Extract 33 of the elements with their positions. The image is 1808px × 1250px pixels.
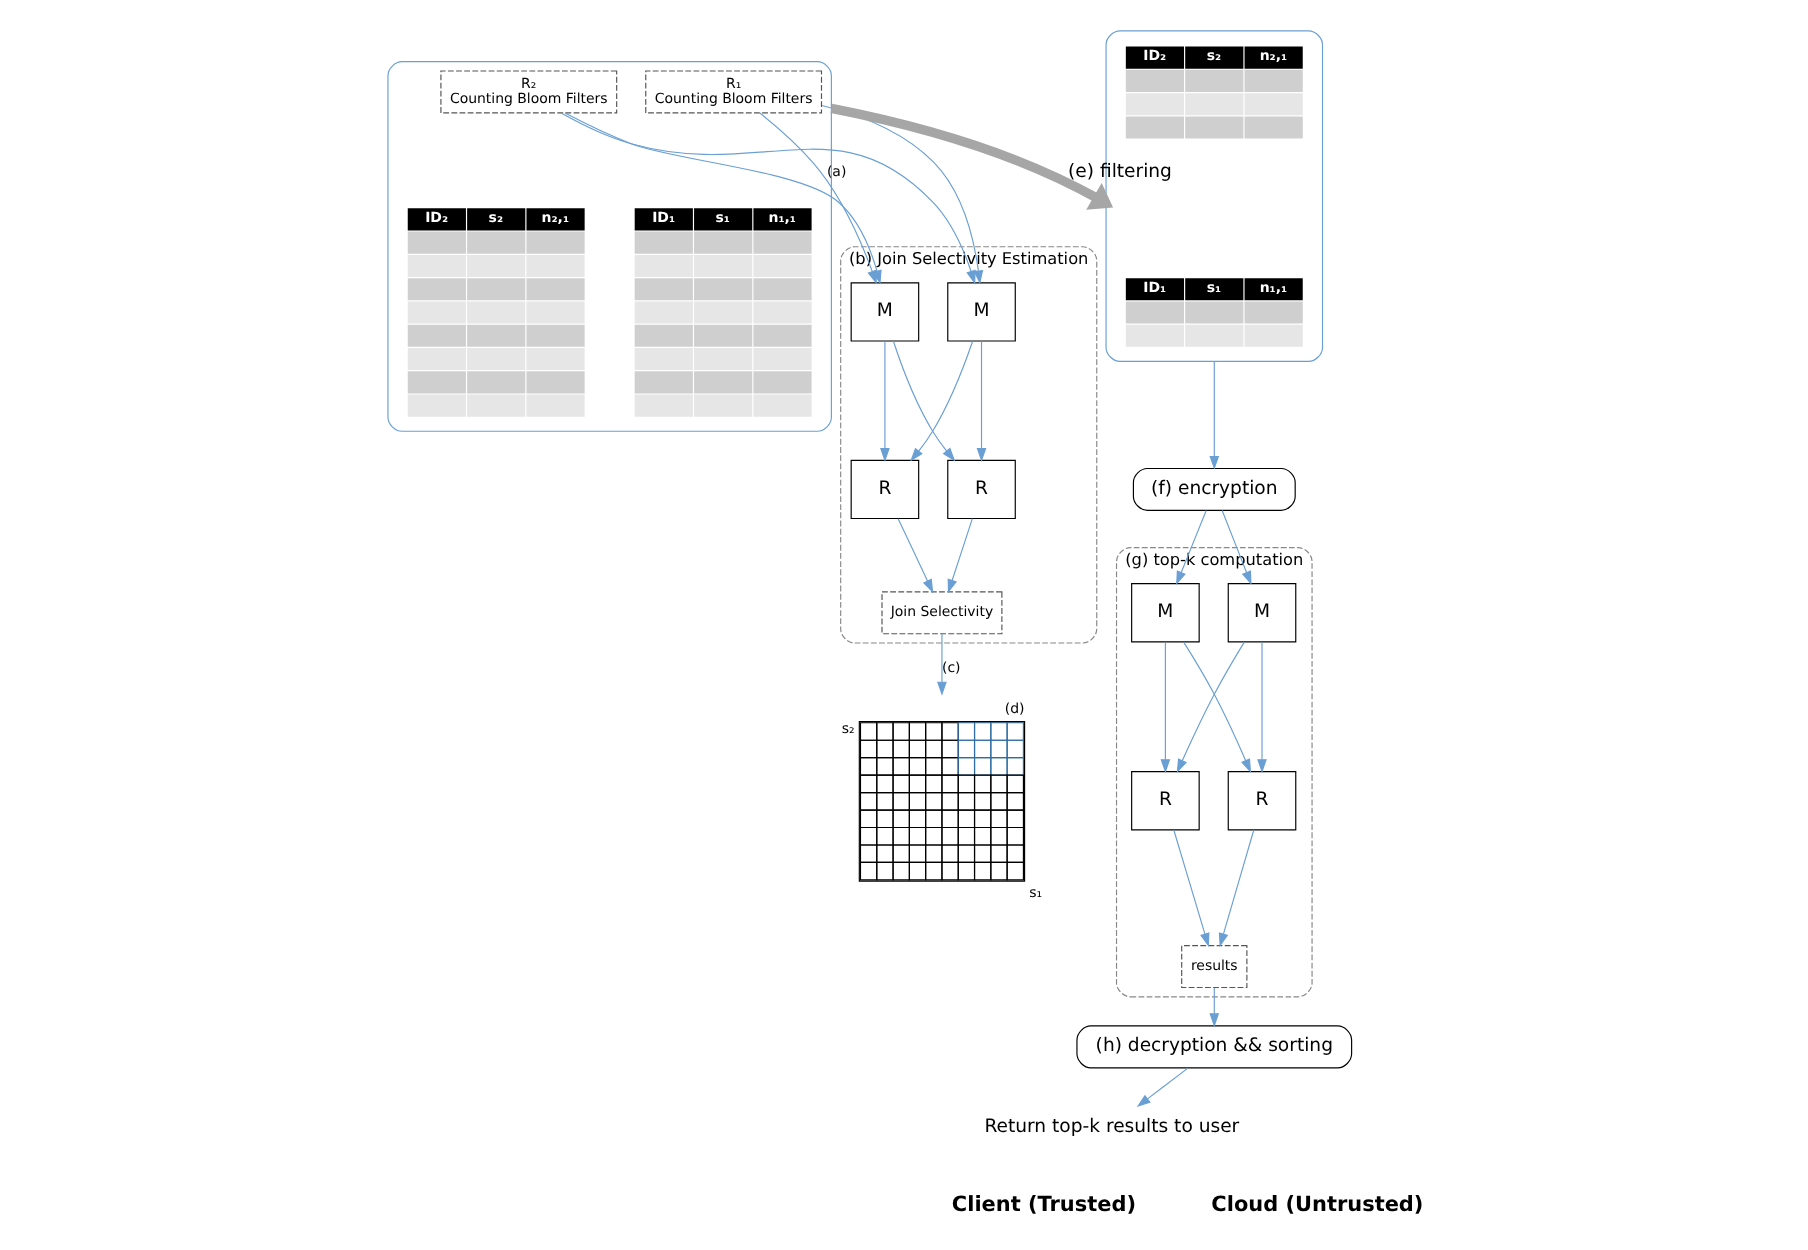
label: Cloud (Untrusted) <box>1210 1193 1423 1218</box>
arrow <box>879 340 889 462</box>
cluster <box>1104 30 1323 362</box>
node-box: M <box>1226 583 1296 643</box>
node-box: (f) encryption <box>1131 467 1295 511</box>
arrow <box>909 340 973 462</box>
arrow <box>829 103 1113 210</box>
node-box: R <box>1130 771 1199 831</box>
node-text: Return top-k results to user <box>983 1115 1239 1138</box>
node-box: (h) decryption && sorting <box>1075 1025 1352 1069</box>
arrow <box>1172 829 1209 948</box>
node-box: M <box>849 282 919 342</box>
arrow <box>891 340 955 462</box>
arrow <box>1135 1067 1188 1108</box>
arrow <box>1159 641 1170 774</box>
arrow <box>1208 360 1219 470</box>
arrow <box>896 518 933 594</box>
cluster <box>386 61 831 432</box>
arrow <box>1175 510 1206 586</box>
node-box: R <box>1226 771 1296 831</box>
arrow <box>975 340 986 462</box>
node-box: R <box>849 459 919 520</box>
node-box: M <box>946 282 1015 342</box>
arrow <box>1256 641 1266 774</box>
arrow <box>1217 829 1254 948</box>
edge-label: (e) filtering <box>1067 161 1171 184</box>
node-box: R <box>946 459 1015 520</box>
arrow <box>936 633 946 696</box>
node-box: M <box>1130 583 1199 643</box>
arrow <box>1208 987 1219 1028</box>
arrow <box>946 518 972 594</box>
label: Client (Trusted) <box>950 1193 1135 1218</box>
arrow <box>1220 510 1251 586</box>
